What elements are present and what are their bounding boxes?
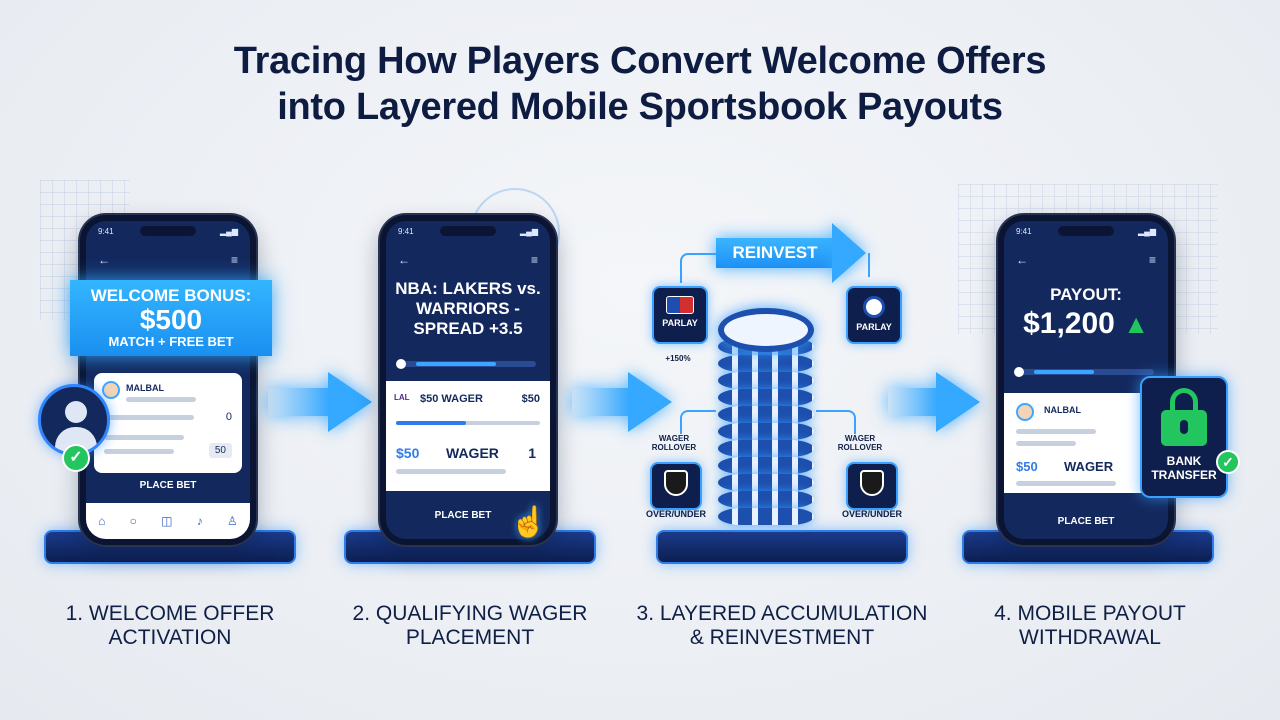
search-icon[interactable]: ○: [129, 514, 137, 528]
bottom-nav: ⌂ ○ ◫ ♪ ♙: [86, 503, 250, 539]
flow-arrow: [888, 388, 940, 416]
pedestal: [656, 530, 908, 564]
stake-value: $50: [396, 445, 420, 461]
step-3-label: 3. LAYERED ACCUMULATION & REINVESTMENT: [636, 602, 928, 649]
chip-layer: [718, 355, 814, 372]
avatar: [1016, 403, 1034, 421]
menu-icon[interactable]: ≡: [230, 253, 238, 267]
flow-arrow-head: [328, 372, 372, 432]
flow-arrow: [268, 388, 332, 416]
reinvest-arrow-head: [832, 223, 866, 283]
over-under-card-left: [650, 462, 702, 510]
chip-layer: [718, 474, 814, 491]
chip-layer: [718, 440, 814, 457]
stake-count: 1: [528, 445, 536, 461]
status-time: 9:41: [98, 227, 114, 236]
back-arrow-icon[interactable]: ←: [398, 253, 410, 267]
payout-amount: $1,200: [1023, 307, 1115, 340]
value-a: 0: [225, 411, 232, 423]
profile-icon[interactable]: ♙: [227, 514, 238, 528]
stake-label: WAGER: [446, 445, 499, 461]
phone-screen: 9:41▂▄▆ ← ≡ MALBAL 0 50 PLACE BET ⌂ ○ ◫ …: [86, 221, 250, 539]
bank-lock-icon: [1159, 388, 1209, 448]
rollover-right: WAGER ROLLOVER: [837, 434, 883, 452]
menu-icon[interactable]: ≡: [1148, 253, 1156, 267]
over-under-left: OVER/UNDER: [645, 509, 706, 519]
place-bet-button[interactable]: PLACE BET: [396, 505, 530, 527]
chip-layer: [718, 457, 814, 474]
progress-track: [1014, 367, 1154, 377]
step-4-label: 4. MOBILE PAYOUT WITHDRAWAL: [994, 602, 1186, 649]
menu-icon[interactable]: ≡: [530, 253, 538, 267]
user-avatar-icon: [38, 384, 110, 456]
step-2-label: 2. QUALIFYING WAGER PLACEMENT: [352, 602, 588, 649]
back-arrow-icon[interactable]: ←: [1016, 253, 1028, 267]
title-line-1: Tracing How Players Convert Welcome Offe…: [233, 40, 1047, 82]
welcome-bonus-banner: WELCOME BONUS: $500 MATCH + FREE BET: [70, 280, 272, 356]
bag-icon[interactable]: ◫: [161, 514, 173, 528]
step-1-label: 1. WELCOME OFFER ACTIVATION: [65, 602, 275, 649]
stake-value: $50: [1016, 459, 1038, 474]
wager-card: LAL $50 WAGER $50 $50 WAGER 1: [386, 381, 550, 491]
up-arrow-icon: ▲: [1123, 309, 1149, 339]
rollover-left: WAGER ROLLOVER: [651, 434, 697, 452]
chip-layer: [718, 423, 814, 440]
nhl-logo-icon: [860, 470, 884, 496]
check-badge-icon: ✓: [62, 444, 90, 472]
stake-label: WAGER: [1064, 459, 1114, 474]
chip-layer: [718, 406, 814, 423]
reinvest-arrow: REINVEST: [716, 238, 834, 268]
place-bet-button[interactable]: PLACE BET: [1012, 511, 1160, 533]
payout-label: PAYOUT:: [1050, 285, 1122, 304]
phone-2: 9:41▂▄▆ ← ≡ NBA: LAKERS vs. WARRIORS - S…: [380, 215, 556, 545]
chip-layer: [718, 508, 814, 525]
chip-stack: [718, 308, 814, 538]
phone-screen: 9:41▂▄▆ ← ≡ NBA: LAKERS vs. WARRIORS - S…: [386, 221, 550, 539]
chip-layer: [718, 491, 814, 508]
chip-top-icon: [718, 308, 814, 352]
bell-icon[interactable]: ♪: [196, 514, 203, 528]
wager-amount: $50: [521, 393, 540, 405]
user-name: MALBAL: [126, 383, 164, 393]
nhl-logo-icon: [664, 470, 688, 496]
parlay-card-left: PARLAY: [652, 286, 708, 344]
user-name: NALBAL: [1044, 405, 1081, 415]
flow-arrow-head: [628, 372, 672, 432]
phone-1: 9:41▂▄▆ ← ≡ MALBAL 0 50 PLACE BET ⌂ ○ ◫ …: [80, 215, 256, 545]
value-b: 50: [208, 443, 232, 458]
mlb-logo-icon: [666, 296, 694, 314]
page-title: Tracing How Players Convert Welcome Offe…: [0, 38, 1280, 130]
over-under-card-right: [846, 462, 898, 510]
stake-slider[interactable]: [396, 421, 540, 425]
bank-transfer-badge: BANK TRANSFER: [1140, 376, 1228, 498]
flow-arrow: [572, 388, 632, 416]
bet-card: MALBAL 0 50: [94, 373, 242, 473]
slider-track[interactable]: [396, 359, 536, 369]
over-under-right: OVER/UNDER: [841, 509, 902, 519]
title-line-2: into Layered Mobile Sportsbook Payouts: [277, 86, 1003, 128]
matchup-title: NBA: LAKERS vs. WARRIORS - SPREAD +3.5: [395, 279, 541, 338]
payout-amount-row: $1,200 ▲: [1004, 307, 1168, 341]
flow-arrow-head: [936, 372, 980, 432]
parlay-card-right: PARLAY: [846, 286, 902, 344]
lakers-logo-icon: LAL: [394, 393, 410, 402]
plus-percent: +150%: [665, 354, 691, 363]
home-icon[interactable]: ⌂: [98, 514, 106, 528]
back-arrow-icon[interactable]: ←: [98, 253, 110, 267]
place-bet-button[interactable]: PLACE BET: [96, 475, 240, 497]
tap-hand-icon: ☝: [510, 506, 548, 539]
chip-layer: [718, 389, 814, 406]
avatar: [102, 381, 120, 399]
wager-row: $50 WAGER: [420, 393, 483, 405]
check-badge-icon: ✓: [1216, 450, 1240, 474]
soccer-ball-icon: [863, 296, 885, 318]
chip-layer: [718, 372, 814, 389]
